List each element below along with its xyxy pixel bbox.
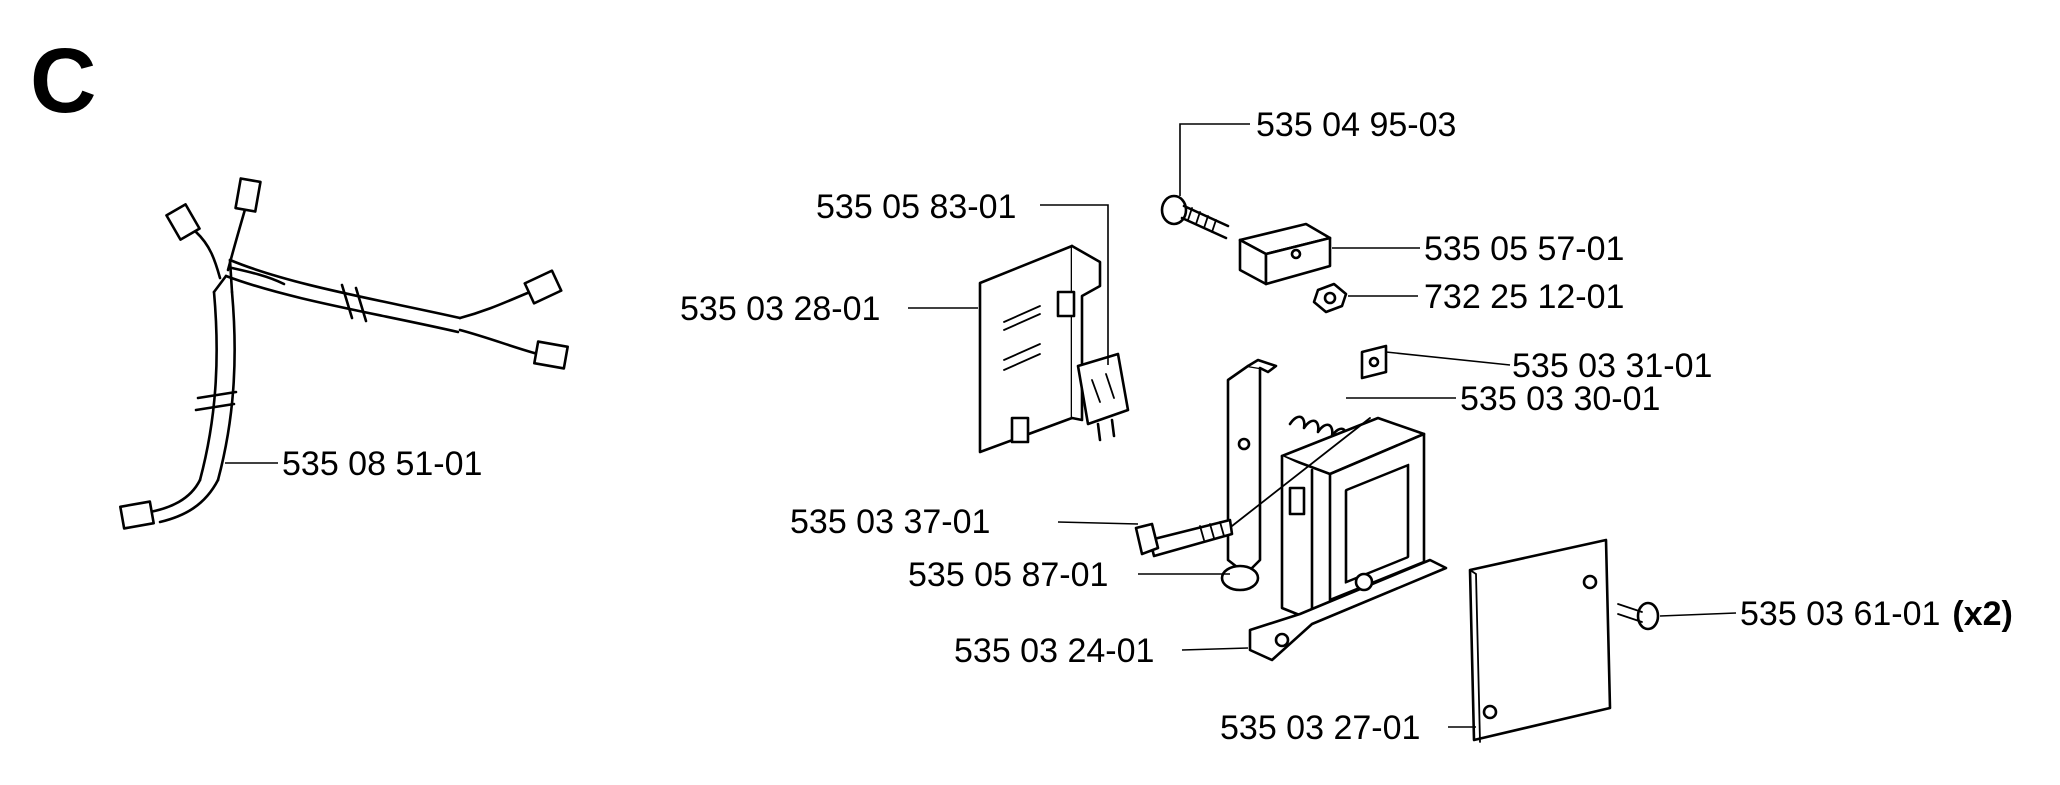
- section-letter: C: [30, 30, 96, 132]
- bracket-assembly-drawing: [1160, 194, 1348, 314]
- part-label-harness: 535 08 51-01: [282, 445, 482, 483]
- part-number-screw-small: 535 03 61-01: [1740, 595, 1940, 633]
- cover-plate-drawing: [978, 244, 1130, 454]
- part-label-screw-small: 535 03 61-01 (x2): [1740, 595, 2013, 633]
- part-label-switch: 535 05 83-01: [816, 188, 1016, 226]
- part-label-washer: 535 03 31-01: [1512, 347, 1712, 385]
- wiring-harness-drawing: [119, 177, 569, 530]
- part-label-bracket: 535 05 57-01: [1424, 230, 1624, 268]
- leader-lines: [225, 123, 1737, 728]
- part-labels: 535 04 95-03 535 05 83-01 535 05 57-01 5…: [282, 106, 2013, 747]
- housing-drawing: [1134, 344, 1448, 662]
- part-label-lid-plate: 535 03 27-01: [1220, 709, 1420, 747]
- part-label-lever: 535 05 87-01: [908, 556, 1108, 594]
- part-label-cover-plate: 535 03 28-01: [680, 290, 880, 328]
- part-label-nut: 732 25 12-01: [1424, 278, 1624, 316]
- part-label-bolt: 535 03 37-01: [790, 503, 990, 541]
- lid-plate-drawing: [1468, 538, 1660, 743]
- part-label-housing: 535 03 24-01: [954, 632, 1154, 670]
- part-label-screw-top: 535 04 95-03: [1256, 106, 1456, 144]
- quantity-badge: (x2): [1952, 595, 2012, 633]
- part-label-spring: 535 03 30-01: [1460, 380, 1660, 418]
